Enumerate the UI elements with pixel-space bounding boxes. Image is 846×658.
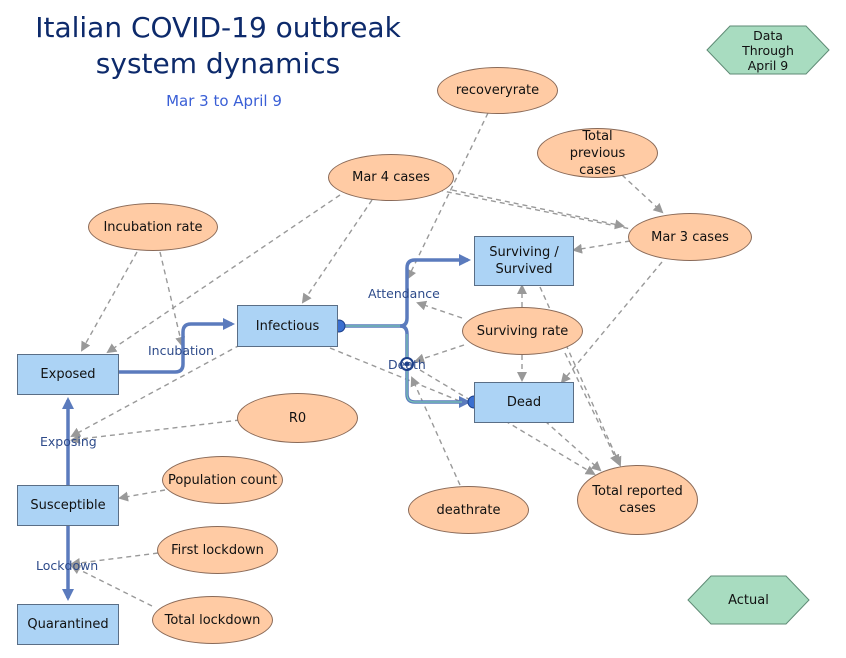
flow-label-lockdown: Lockdown <box>36 558 99 573</box>
death-valve-center <box>404 361 410 367</box>
data-through-label: Data Through April 9 <box>742 27 794 73</box>
connector-totallockdown-to-lockdown <box>70 565 153 607</box>
var-mar4-cases[interactable]: Mar 4 cases <box>328 154 454 201</box>
stock-surviving[interactable]: Surviving / Survived <box>474 236 574 286</box>
connector-r0-to-exposing <box>70 419 241 445</box>
stock-exposed[interactable]: Exposed <box>17 354 119 395</box>
var-r0[interactable]: R0 <box>237 393 358 443</box>
data-through-hexagon <box>706 25 830 75</box>
flow-label-incubation: Incubation <box>148 343 214 358</box>
actual-hexagon <box>687 575 810 625</box>
connector-incubation-to-flow <box>159 251 186 347</box>
flow-label-attendance: Attendance <box>368 286 440 301</box>
connector-mar4-to-mar3 <box>451 189 625 230</box>
connector-survrate-to-attendance <box>416 300 463 319</box>
flow-label-exposing: Exposing <box>40 434 97 449</box>
connector-mar3-to-deathflow <box>437 189 637 231</box>
flow-death-pipe-inner <box>406 334 462 403</box>
var-incubation-rate[interactable]: Incubation rate <box>88 203 218 251</box>
connector-surviving-to-total <box>539 286 622 467</box>
stock-susceptible[interactable]: Susceptible <box>17 485 119 526</box>
connector-infectious-to-exposing <box>70 344 241 437</box>
connector-mar4-to-infectious <box>301 199 373 304</box>
var-total-reported-cases[interactable]: Total reported cases <box>577 465 698 535</box>
var-population-count[interactable]: Population count <box>162 456 283 504</box>
connector-mar4-to-exposed <box>106 194 341 354</box>
stock-quarantined[interactable]: Quarantined <box>17 604 119 645</box>
stock-infectious[interactable]: Infectious <box>237 305 338 347</box>
connector-firstlockdown-to-lockdown <box>70 552 159 568</box>
flows <box>62 254 471 601</box>
flow-incubation-pipe <box>119 318 235 374</box>
var-total-lockdown[interactable]: Total lockdown <box>152 596 273 644</box>
connector-totalprev-to-mar3 <box>621 174 664 214</box>
connector-dead-to-total <box>544 420 602 472</box>
stock-dead[interactable]: Dead <box>474 382 574 423</box>
connector-population-to-susceptible <box>118 489 166 502</box>
title-line-1: Italian COVID-19 outbreak <box>35 11 401 44</box>
var-first-lockdown[interactable]: First lockdown <box>157 526 278 574</box>
var-surviving-rate[interactable]: Surviving rate <box>462 307 583 355</box>
connector-recovery-to-attendance <box>406 112 489 280</box>
connector-survrate-to-total <box>564 352 620 465</box>
var-deathrate[interactable]: deathrate <box>408 486 529 534</box>
diagram-subtitle: Mar 3 to April 9 <box>166 92 282 110</box>
connector-infectious-to-dead <box>329 347 463 403</box>
diagram-title: Italian COVID-19 outbreak system dynamic… <box>18 10 418 82</box>
var-total-previous-cases[interactable]: Total previous cases <box>537 128 658 178</box>
title-line-2: system dynamics <box>95 47 341 80</box>
actual-label: Actual <box>728 592 769 608</box>
var-recoveryrate[interactable]: recoveryrate <box>437 67 558 114</box>
connector-incubation-to-exposed <box>81 251 138 352</box>
var-mar3-cases[interactable]: Mar 3 cases <box>628 213 752 261</box>
flow-label-death: Death <box>388 357 426 372</box>
connector-mar3-to-surviving <box>572 240 631 254</box>
connector-mar3-to-dead <box>560 261 663 384</box>
connector-deathrate-to-death <box>410 376 461 486</box>
